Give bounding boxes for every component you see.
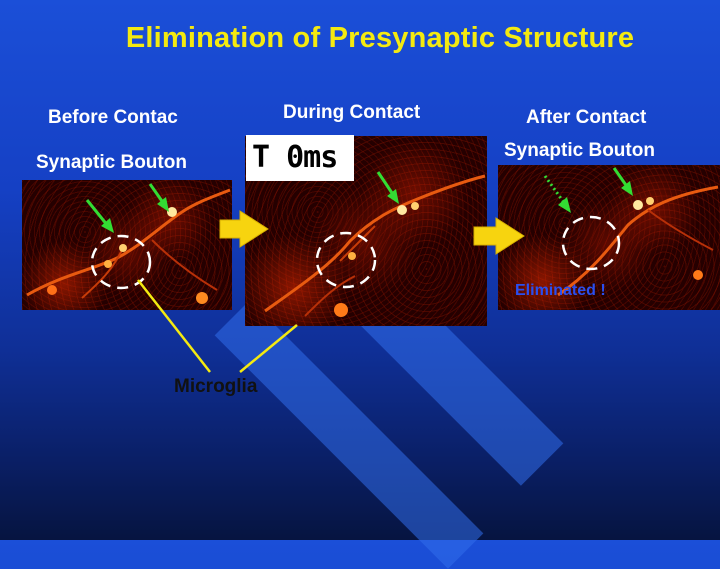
bouton-arrow-middle — [376, 171, 399, 204]
bouton-arrow-right — [612, 167, 633, 196]
microglia-pointer-right — [239, 324, 298, 373]
neuron-after — [557, 185, 719, 297]
after-contact-label: After Contact — [526, 107, 647, 128]
eliminated-label: Eliminated ! — [515, 282, 606, 299]
synaptic-bouton-label-right: Synaptic Bouton — [504, 140, 655, 161]
bouton-arrow-left-1 — [85, 199, 114, 233]
eliminated-bouton-arrow — [543, 175, 571, 213]
before-contact-label: Before Contac — [48, 107, 178, 128]
synaptic-bouton-label-left: Synaptic Bouton — [36, 152, 187, 173]
contact-circle-before — [90, 234, 152, 290]
contact-circle-during — [315, 231, 377, 289]
bouton-arrow-left-2 — [148, 183, 169, 212]
flow-arrow-1 — [219, 210, 269, 248]
page-title: Elimination of Presynaptic Structure — [125, 22, 635, 54]
microglia-pointer-left — [137, 279, 211, 373]
contact-circle-after — [561, 215, 621, 271]
neuron-before — [26, 188, 231, 304]
microglia-label: Microglia — [174, 376, 258, 397]
annotation-overlay — [85, 167, 633, 373]
after-contact-image — [498, 165, 720, 310]
neuron-during — [264, 174, 486, 317]
flow-arrow-2 — [473, 217, 525, 255]
time-stamp: T 0ms — [246, 135, 354, 181]
during-contact-label: During Contact — [283, 102, 421, 123]
